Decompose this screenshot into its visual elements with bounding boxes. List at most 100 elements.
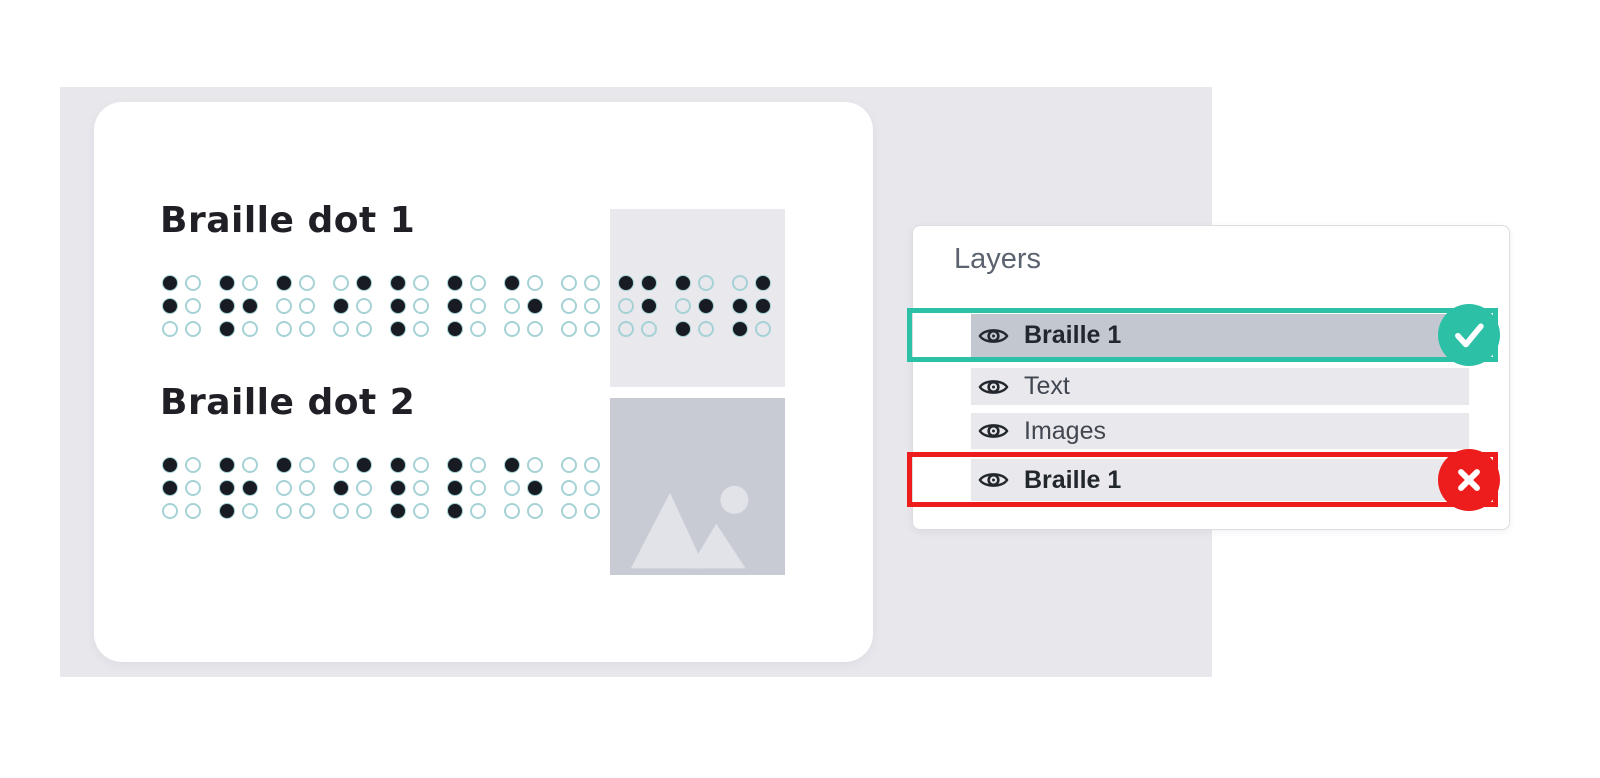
braille-cell-a — [276, 275, 315, 337]
braille-dot-empty — [413, 457, 429, 473]
braille-cell-l — [447, 457, 486, 519]
eye-icon[interactable] — [978, 375, 1009, 399]
braille-dot-filled — [447, 298, 463, 314]
braille-cell-r — [219, 275, 258, 337]
braille-cell-b — [162, 275, 201, 337]
document-canvas: Braille dot 1 Braille dot 2 — [94, 102, 873, 662]
braille-dot-filled — [219, 503, 235, 519]
braille-dot-empty — [470, 298, 486, 314]
braille-dot-empty — [413, 321, 429, 337]
braille-dot-filled — [162, 275, 178, 291]
braille-cell-i — [333, 457, 372, 519]
braille-dot-empty — [299, 457, 315, 473]
braille-cell-b — [162, 457, 201, 519]
braille-dot-empty — [299, 275, 315, 291]
section-heading-2: Braille dot 2 — [160, 382, 416, 423]
braille-dot-empty — [584, 275, 600, 291]
braille-dot-filled — [242, 298, 258, 314]
braille-dot-filled — [755, 298, 771, 314]
braille-dot-filled — [390, 457, 406, 473]
braille-dot-filled — [276, 457, 292, 473]
braille-dot-filled — [447, 321, 463, 337]
braille-cell-a — [276, 457, 315, 519]
braille-dot-filled — [162, 457, 178, 473]
braille-dot-filled — [219, 457, 235, 473]
image-placeholder-1 — [610, 209, 785, 387]
braille-dot-empty — [242, 275, 258, 291]
braille-dot-empty — [299, 298, 315, 314]
layer-row-images[interactable]: Images — [971, 413, 1469, 449]
braille-dot-filled — [732, 298, 748, 314]
braille-dot-filled — [527, 298, 543, 314]
wrong-annotation-box — [907, 448, 1500, 511]
braille-dot-filled — [242, 480, 258, 496]
braille-cell-i — [333, 275, 372, 337]
braille-cell-l — [390, 275, 429, 337]
braille-dot-empty — [276, 480, 292, 496]
braille-dot-empty — [527, 321, 543, 337]
braille-dot-empty — [470, 457, 486, 473]
braille-dot-empty — [584, 457, 600, 473]
braille-dot-empty — [276, 298, 292, 314]
braille-dot-filled — [447, 457, 463, 473]
braille-dot-filled — [641, 275, 657, 291]
braille-cell-d — [618, 275, 657, 337]
braille-dot-empty — [356, 503, 372, 519]
braille-cell-l — [390, 457, 429, 519]
braille-dot-filled — [390, 275, 406, 291]
image-placeholder-icon — [630, 485, 749, 569]
braille-row-1 — [162, 275, 771, 337]
braille-dot-filled — [618, 275, 634, 291]
braille-dot-empty — [276, 321, 292, 337]
braille-dot-empty — [356, 321, 372, 337]
braille-dot-filled — [356, 275, 372, 291]
braille-dot-empty — [162, 503, 178, 519]
braille-dot-filled — [390, 503, 406, 519]
braille-dot-empty — [755, 321, 771, 337]
braille-dot-empty — [299, 503, 315, 519]
braille-dot-empty — [561, 503, 577, 519]
braille-dot-filled — [447, 275, 463, 291]
eye-icon[interactable] — [978, 324, 1009, 348]
braille-dot-filled — [333, 298, 349, 314]
braille-cell-e — [504, 275, 543, 337]
layer-row-braille-1[interactable]: Braille 1 — [971, 459, 1469, 501]
braille-dot-empty — [504, 298, 520, 314]
braille-dot-empty — [584, 321, 600, 337]
braille-dot-empty — [185, 275, 201, 291]
braille-dot-empty — [584, 480, 600, 496]
braille-dot-empty — [333, 503, 349, 519]
braille-dot-empty — [276, 503, 292, 519]
braille-dot-filled — [504, 275, 520, 291]
braille-dot-empty — [561, 275, 577, 291]
braille-dot-filled — [675, 275, 691, 291]
braille-dot-empty — [185, 503, 201, 519]
braille-dot-empty — [185, 480, 201, 496]
braille-dot-filled — [675, 321, 691, 337]
layer-row-text[interactable]: Text — [971, 368, 1469, 405]
braille-dot-empty — [299, 480, 315, 496]
layer-label: Braille 1 — [1024, 321, 1122, 349]
braille-dot-empty — [242, 503, 258, 519]
braille-dot-empty — [561, 457, 577, 473]
braille-dot-empty — [698, 275, 714, 291]
layer-row-braille-1[interactable]: Braille 1 — [971, 314, 1469, 357]
braille-dot-empty — [162, 321, 178, 337]
braille-cell-t — [732, 275, 771, 337]
braille-dot-empty — [185, 298, 201, 314]
correct-annotation-box — [907, 304, 1500, 366]
braille-dot-filled — [219, 298, 235, 314]
braille-dot-empty — [299, 321, 315, 337]
braille-dot-empty — [413, 480, 429, 496]
braille-cell-l — [447, 275, 486, 337]
braille-dot-filled — [755, 275, 771, 291]
braille-dot-filled — [162, 480, 178, 496]
braille-dot-empty — [504, 480, 520, 496]
braille-dot-empty — [584, 503, 600, 519]
eye-icon[interactable] — [978, 468, 1009, 492]
braille-dot-filled — [356, 457, 372, 473]
braille-dot-empty — [413, 275, 429, 291]
braille-dot-empty — [527, 457, 543, 473]
eye-icon[interactable] — [978, 419, 1009, 443]
